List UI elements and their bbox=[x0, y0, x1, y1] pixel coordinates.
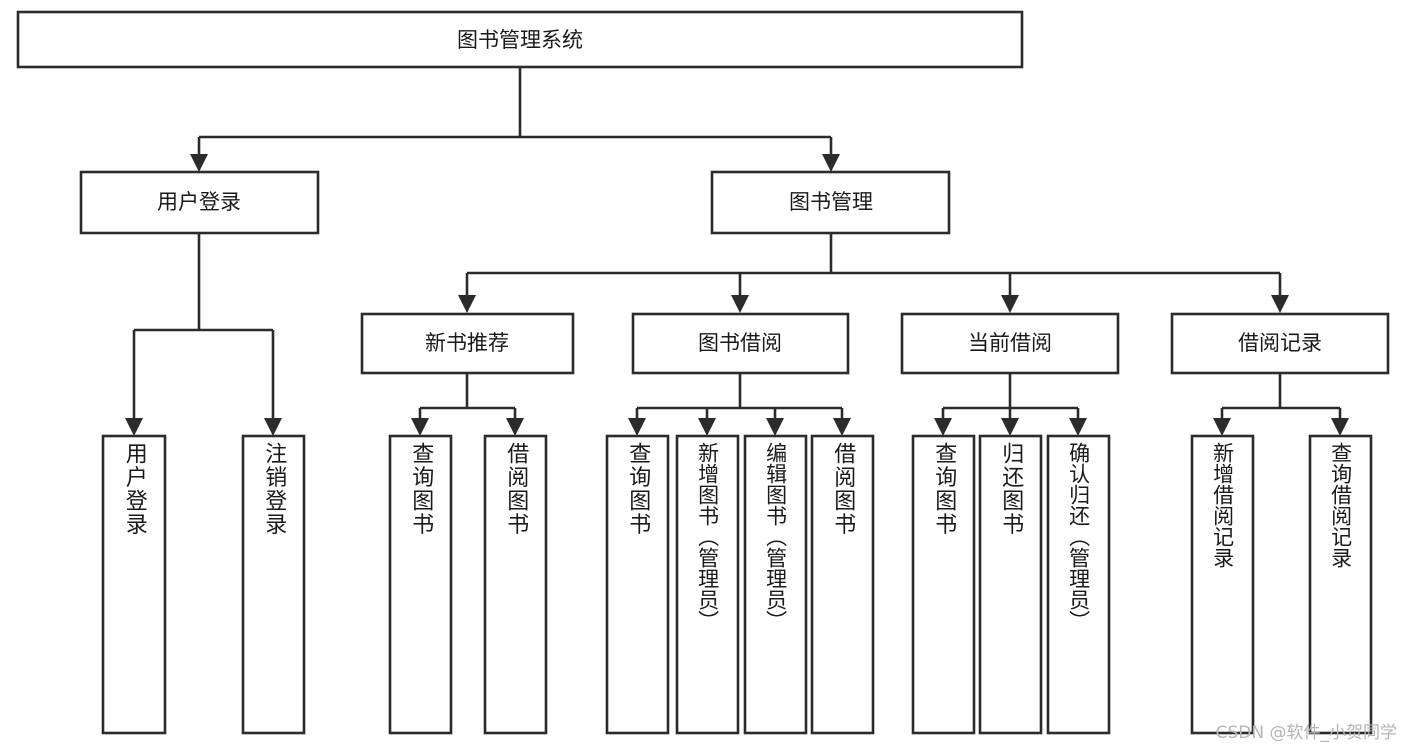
leaf-label-return-book: 归还图书 bbox=[998, 442, 1024, 536]
leaf-label-wrap-confirm-return: 确认归还（管理员） bbox=[1048, 436, 1109, 733]
csdn-watermark: CSDN @软件_小贺同学 bbox=[1215, 723, 1397, 743]
connector-group-root bbox=[190, 67, 840, 172]
node-new-book-rec[interactable]: 新书推荐 bbox=[360, 312, 575, 375]
leaf-label-confirm-return: 确认归还（管理员） bbox=[1066, 442, 1091, 631]
leaf-box-query-record[interactable] bbox=[1308, 434, 1373, 735]
leaf-label-wrap-query-book-3: 查询图书 bbox=[913, 436, 974, 733]
leaf-box-query-book-2[interactable] bbox=[605, 434, 670, 735]
leaf-box-query-book-1[interactable] bbox=[388, 434, 453, 735]
leaf-box-add-book[interactable] bbox=[675, 434, 740, 735]
leaf-label-query-book-3: 查询图书 bbox=[931, 442, 957, 536]
connector-group-book-borrow bbox=[628, 373, 851, 436]
connector-group-borrow-record bbox=[1213, 373, 1349, 436]
node-user-login[interactable]: 用户登录 bbox=[79, 170, 320, 235]
node-current-borrow-label: 当前借阅 bbox=[968, 331, 1052, 355]
leaf-label-wrap-user-login: 用户登录 bbox=[103, 436, 165, 733]
node-root-box[interactable] bbox=[16, 10, 1024, 69]
arrowhead-leaf-query-record bbox=[1331, 418, 1349, 436]
arrowhead-leaf-confirm-return bbox=[1069, 418, 1087, 436]
leaf-label-wrap-query-book-1: 查询图书 bbox=[390, 436, 451, 733]
leaf-label-wrap-query-record: 查询借阅记录 bbox=[1310, 436, 1371, 733]
node-user-login-label: 用户登录 bbox=[157, 190, 241, 214]
leaf-label-wrap-add-record: 新增借阅记录 bbox=[1192, 436, 1253, 733]
leaf-box-user-login[interactable] bbox=[101, 434, 167, 735]
node-book-manage[interactable]: 图书管理 bbox=[710, 170, 951, 235]
node-book-manage-label: 图书管理 bbox=[789, 190, 873, 214]
leaf-box-query-book-3[interactable] bbox=[911, 434, 976, 735]
leaf-label-wrap-return-book: 归还图书 bbox=[980, 436, 1041, 733]
node-borrow-record-box[interactable] bbox=[1170, 312, 1390, 375]
arrowhead-current-borrow bbox=[1001, 295, 1019, 313]
arrowhead-book-borrow bbox=[731, 295, 749, 313]
node-book-borrow[interactable]: 图书借阅 bbox=[631, 312, 850, 375]
connector-group-user-login bbox=[125, 233, 282, 436]
leaf-label-query-book-1: 查询图书 bbox=[408, 442, 434, 536]
leaf-label-wrap-borrow-book-2: 借阅图书 bbox=[812, 436, 873, 733]
leaf-label-wrap-borrow-book-1: 借阅图书 bbox=[485, 436, 546, 733]
arrowhead-leaf-borrow-book-2 bbox=[833, 418, 851, 436]
leaf-label-query-record: 查询借阅记录 bbox=[1328, 442, 1353, 568]
leaf-box-group bbox=[101, 434, 1373, 735]
node-user-login-box[interactable] bbox=[79, 170, 320, 235]
node-current-borrow[interactable]: 当前借阅 bbox=[900, 312, 1120, 375]
leaf-box-confirm-return[interactable] bbox=[1046, 434, 1111, 735]
arrowhead-leaf-query-book-1 bbox=[411, 418, 429, 436]
leaf-label-wrap-edit-book: 编辑图书（管理员） bbox=[745, 436, 806, 733]
node-borrow-record-label: 借阅记录 bbox=[1238, 331, 1322, 355]
leaf-label-borrow-book-1: 借阅图书 bbox=[503, 442, 529, 536]
connector-group-current-borrow bbox=[934, 373, 1087, 436]
node-root-label: 图书管理系统 bbox=[457, 28, 583, 52]
leaf-label-query-book-2: 查询图书 bbox=[625, 442, 651, 536]
arrowhead-leaf-borrow-book-1 bbox=[506, 418, 524, 436]
arrowhead-leaf-query-book-2 bbox=[628, 418, 646, 436]
node-new-book-rec-box[interactable] bbox=[360, 312, 575, 375]
leaf-box-return-book[interactable] bbox=[978, 434, 1043, 735]
leaf-label-user-login: 用户登录 bbox=[121, 442, 147, 536]
leaf-label-wrap-query-book-2: 查询图书 bbox=[607, 436, 668, 733]
node-book-borrow-box[interactable] bbox=[631, 312, 850, 375]
leaf-box-borrow-book-2[interactable] bbox=[810, 434, 875, 735]
node-current-borrow-box[interactable] bbox=[900, 312, 1120, 375]
leaf-box-edit-book[interactable] bbox=[743, 434, 808, 735]
leaf-label-user-logout: 注销登录 bbox=[261, 442, 287, 536]
arrowhead-leaf-user-logout bbox=[264, 418, 282, 436]
leaf-label-add-book: 新增图书（管理员） bbox=[695, 442, 720, 631]
node-borrow-record[interactable]: 借阅记录 bbox=[1170, 312, 1390, 375]
arrowhead-book-manage bbox=[822, 154, 840, 172]
arrowhead-borrow-record bbox=[1271, 295, 1289, 313]
connector-group-new-book-rec bbox=[411, 373, 524, 436]
node-root[interactable]: 图书管理系统 bbox=[16, 10, 1024, 69]
arrowhead-new-book-rec bbox=[458, 295, 476, 313]
leaf-box-user-logout[interactable] bbox=[241, 434, 306, 735]
leaf-label-edit-book: 编辑图书（管理员） bbox=[763, 442, 788, 631]
arrowhead-leaf-add-book bbox=[698, 418, 716, 436]
node-book-manage-box[interactable] bbox=[710, 170, 951, 235]
arrowhead-leaf-edit-book bbox=[766, 418, 784, 436]
arrowhead-user-login bbox=[190, 154, 208, 172]
node-new-book-rec-label: 新书推荐 bbox=[425, 331, 509, 355]
leaf-box-borrow-book-1[interactable] bbox=[483, 434, 548, 735]
leaf-label-borrow-book-2: 借阅图书 bbox=[830, 442, 856, 536]
leaf-label-wrap-add-book: 新增图书（管理员） bbox=[677, 436, 738, 733]
arrowhead-leaf-add-record bbox=[1213, 418, 1231, 436]
arrowhead-leaf-user-login bbox=[125, 418, 143, 436]
leaf-label-wrap-user-logout: 注销登录 bbox=[243, 436, 304, 733]
connector-group-book-manage bbox=[458, 233, 1289, 313]
leaf-label-add-record: 新增借阅记录 bbox=[1210, 442, 1235, 568]
arrowhead-leaf-query-book-3 bbox=[934, 418, 952, 436]
arrowhead-leaf-return-book bbox=[1001, 418, 1019, 436]
node-book-borrow-label: 图书借阅 bbox=[698, 331, 782, 355]
leaf-box-add-record[interactable] bbox=[1190, 434, 1255, 735]
